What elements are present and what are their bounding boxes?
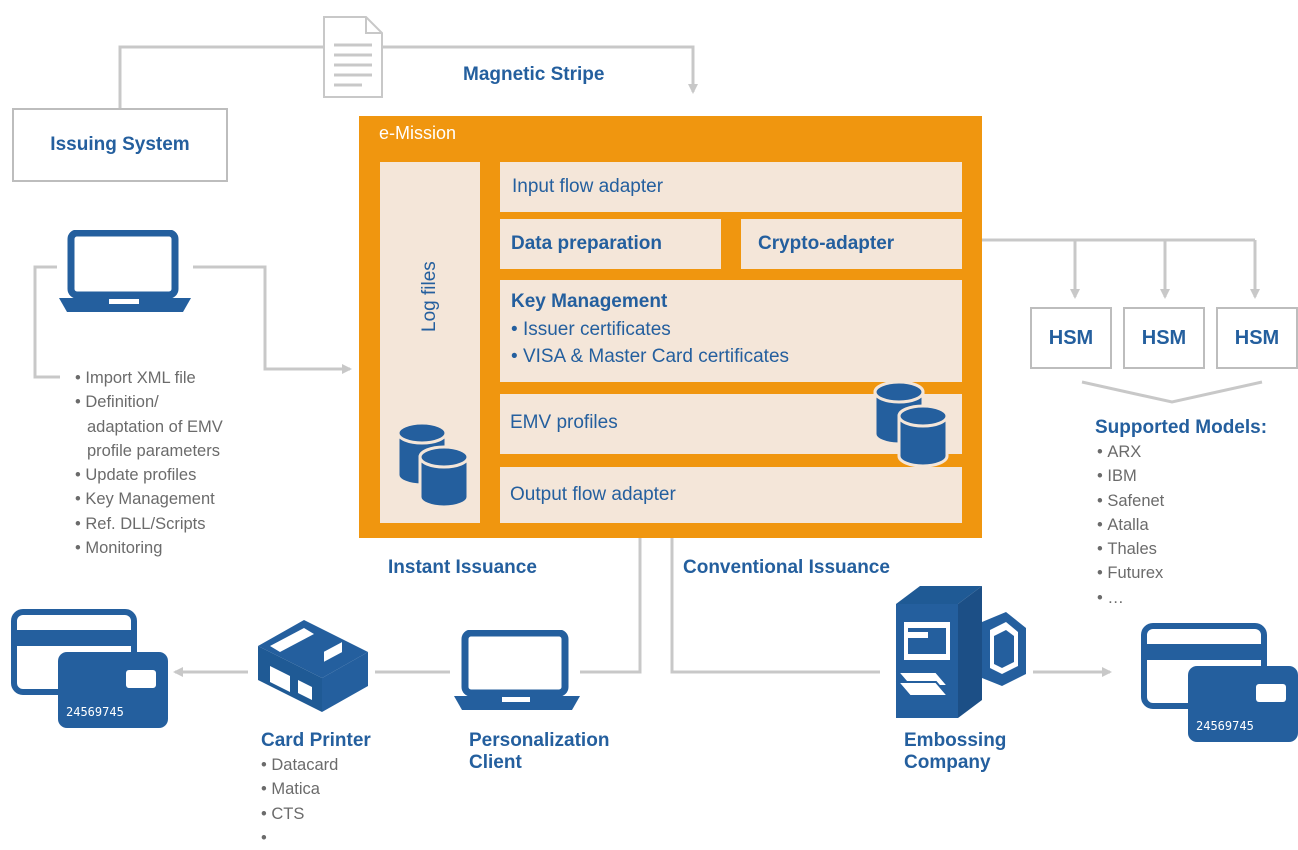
- feature-update-profiles: Update profiles: [75, 463, 223, 487]
- emv-profiles-label: EMV profiles: [510, 412, 618, 433]
- key-management: Key Management • Issuer certificates • V…: [500, 280, 962, 382]
- personalization-line2: Client: [469, 752, 522, 773]
- printer-more: [261, 826, 338, 850]
- feature-definition-cont: adaptation of EMV: [87, 417, 223, 436]
- document-icon: [323, 16, 383, 98]
- magnetic-stripe-label: Magnetic Stripe: [463, 64, 605, 85]
- output-flow-label: Output flow adapter: [510, 484, 676, 505]
- card-number-left: 24569745: [66, 705, 124, 719]
- feature-ref-dll: Ref. DLL/Scripts: [75, 512, 223, 536]
- feature-key-management: Key Management: [75, 487, 223, 511]
- model-atalla: Atalla: [1097, 513, 1164, 537]
- output-flow-adapter: Output flow adapter: [500, 467, 962, 523]
- credit-cards-icon-right: 24569745: [1141, 623, 1298, 742]
- log-files-label: Log files: [419, 261, 440, 332]
- issuing-system-label: Issuing System: [50, 134, 190, 155]
- printer-matica: Matica: [261, 777, 338, 801]
- feature-monitoring: Monitoring: [75, 536, 223, 560]
- printer-cts: CTS: [261, 802, 338, 826]
- hsm-box-3: HSM: [1216, 307, 1298, 369]
- card-number-right: 24569745: [1196, 719, 1254, 733]
- feature-import-xml: Import XML file: [75, 366, 223, 390]
- conventional-issuance-label: Conventional Issuance: [683, 557, 890, 578]
- feature-definition-cont2: profile parameters: [87, 441, 220, 460]
- embossing-company-label: Embossing Company: [904, 730, 1006, 774]
- model-futurex: Futurex: [1097, 561, 1164, 585]
- input-flow-adapter: Input flow adapter: [500, 162, 962, 212]
- hsm-label-2: HSM: [1141, 326, 1187, 349]
- card-printer-icon: [258, 620, 368, 712]
- client-features-list: Import XML file Definition/ adaptation o…: [75, 366, 223, 560]
- issuing-system-box: Issuing System: [12, 108, 228, 182]
- key-management-title: Key Management: [511, 291, 668, 312]
- emission-box: e-Mission Log files Input flow adapter D…: [359, 116, 982, 538]
- database-icon: [396, 421, 470, 509]
- supported-models-title: Supported Models:: [1095, 417, 1268, 438]
- log-files-panel: Log files: [380, 162, 480, 523]
- model-thales: Thales: [1097, 537, 1164, 561]
- emission-title: e-Mission: [379, 123, 457, 143]
- card-printer-title: Card Printer: [261, 730, 371, 751]
- card-printer-list: Datacard Matica CTS: [261, 753, 338, 850]
- model-arx: ARX: [1097, 440, 1164, 464]
- personalization-line1: Personalization: [469, 730, 610, 751]
- credit-cards-icon-left: 24569745: [11, 609, 168, 728]
- laptop-icon: [59, 230, 191, 312]
- supported-models-list: ARX IBM Safenet Atalla Thales Futurex …: [1097, 440, 1164, 610]
- personalization-client-label: Personalization Client: [469, 730, 609, 774]
- input-flow-label: Input flow adapter: [512, 176, 664, 197]
- embossing-machine-icon: [895, 586, 1026, 718]
- hsm-label-3: HSM: [1234, 326, 1280, 349]
- crypto-adapter: Crypto-adapter: [741, 219, 962, 269]
- embossing-line2: Company: [904, 752, 991, 773]
- hsm-box-1: HSM: [1030, 307, 1112, 369]
- data-preparation-label: Data preparation: [511, 233, 662, 254]
- key-item-visa-mc: • VISA & Master Card certificates: [511, 346, 790, 367]
- emv-database-icon: [873, 380, 949, 468]
- model-safenet: Safenet: [1097, 489, 1164, 513]
- hsm-box-2: HSM: [1123, 307, 1205, 369]
- instant-issuance-label: Instant Issuance: [388, 557, 537, 578]
- hsm-label-1: HSM: [1048, 326, 1094, 349]
- printer-datacard: Datacard: [261, 753, 338, 777]
- personalization-laptop-icon: [454, 630, 580, 710]
- crypto-adapter-label: Crypto-adapter: [758, 233, 895, 254]
- model-more: …: [1097, 586, 1164, 610]
- key-management-items: • Issuer certificates • VISA & Master Ca…: [511, 316, 789, 370]
- key-item-issuer: • Issuer certificates: [511, 319, 671, 340]
- feature-definition: Definition/: [75, 390, 223, 414]
- model-ibm: IBM: [1097, 464, 1164, 488]
- embossing-line1: Embossing: [904, 730, 1007, 751]
- data-preparation: Data preparation: [500, 219, 721, 269]
